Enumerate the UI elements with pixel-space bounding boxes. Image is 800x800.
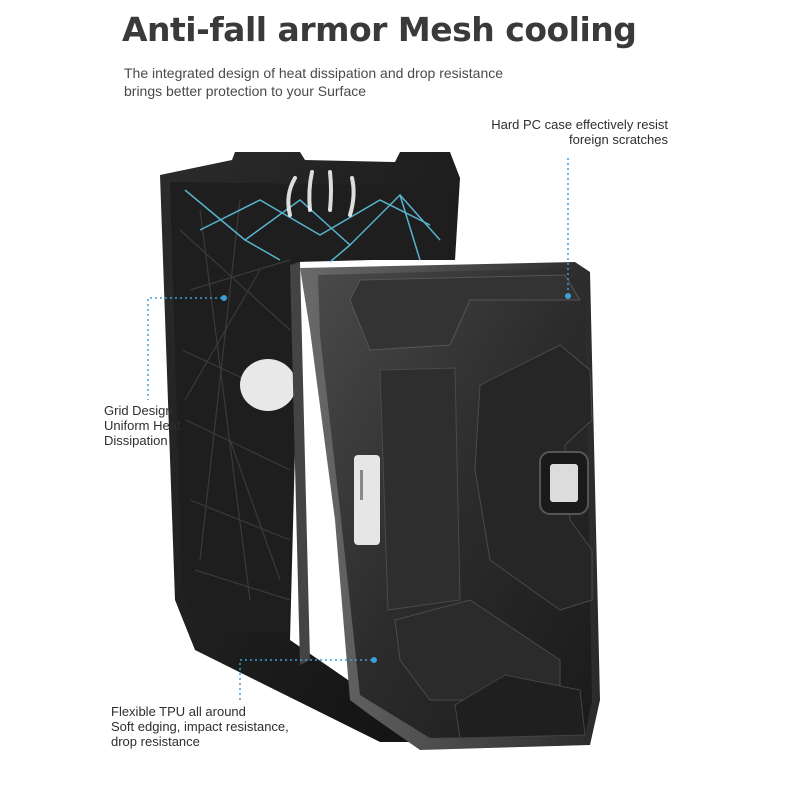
callout-hard-pc-line-2: foreign scratches xyxy=(569,132,668,147)
callout-grid-line-3: Dissipation xyxy=(104,433,168,448)
callout-lines xyxy=(147,158,571,700)
airflow-arrows-icon xyxy=(286,170,356,217)
subtitle: The integrated design of heat dissipatio… xyxy=(124,64,544,100)
callout-grid-line-1: Grid Design xyxy=(104,403,173,418)
mesh-vent xyxy=(184,189,441,263)
case-back-inner xyxy=(160,152,460,742)
callout-hard-pc: Hard PC case effectively resist foreign … xyxy=(491,117,668,147)
page-title: Anti-fall armor Mesh cooling xyxy=(122,10,637,49)
subtitle-line-2: brings better protection to your Surface xyxy=(124,83,367,99)
callout-tpu-line-2: Soft edging, impact resistance, xyxy=(111,719,289,734)
callout-line-grid xyxy=(147,297,222,400)
callout-grid-design: Grid Design Uniform Heat Dissipation xyxy=(104,403,181,448)
callout-flexible-tpu: Flexible TPU all around Soft edging, imp… xyxy=(111,704,289,749)
callout-grid-line-2: Uniform Heat xyxy=(104,418,181,433)
callout-line-tpu xyxy=(239,659,372,700)
camera-hole-back xyxy=(240,359,296,411)
callout-tpu-line-1: Flexible TPU all around xyxy=(111,704,246,719)
case-front-outer xyxy=(300,262,600,750)
callout-tpu-line-3: drop resistance xyxy=(111,734,200,749)
subtitle-line-1: The integrated design of heat dissipatio… xyxy=(124,65,504,81)
callout-hard-pc-line-1: Hard PC case effectively resist xyxy=(491,117,668,132)
camera-lens-icon xyxy=(550,464,578,502)
side-port-cutout xyxy=(354,455,380,545)
